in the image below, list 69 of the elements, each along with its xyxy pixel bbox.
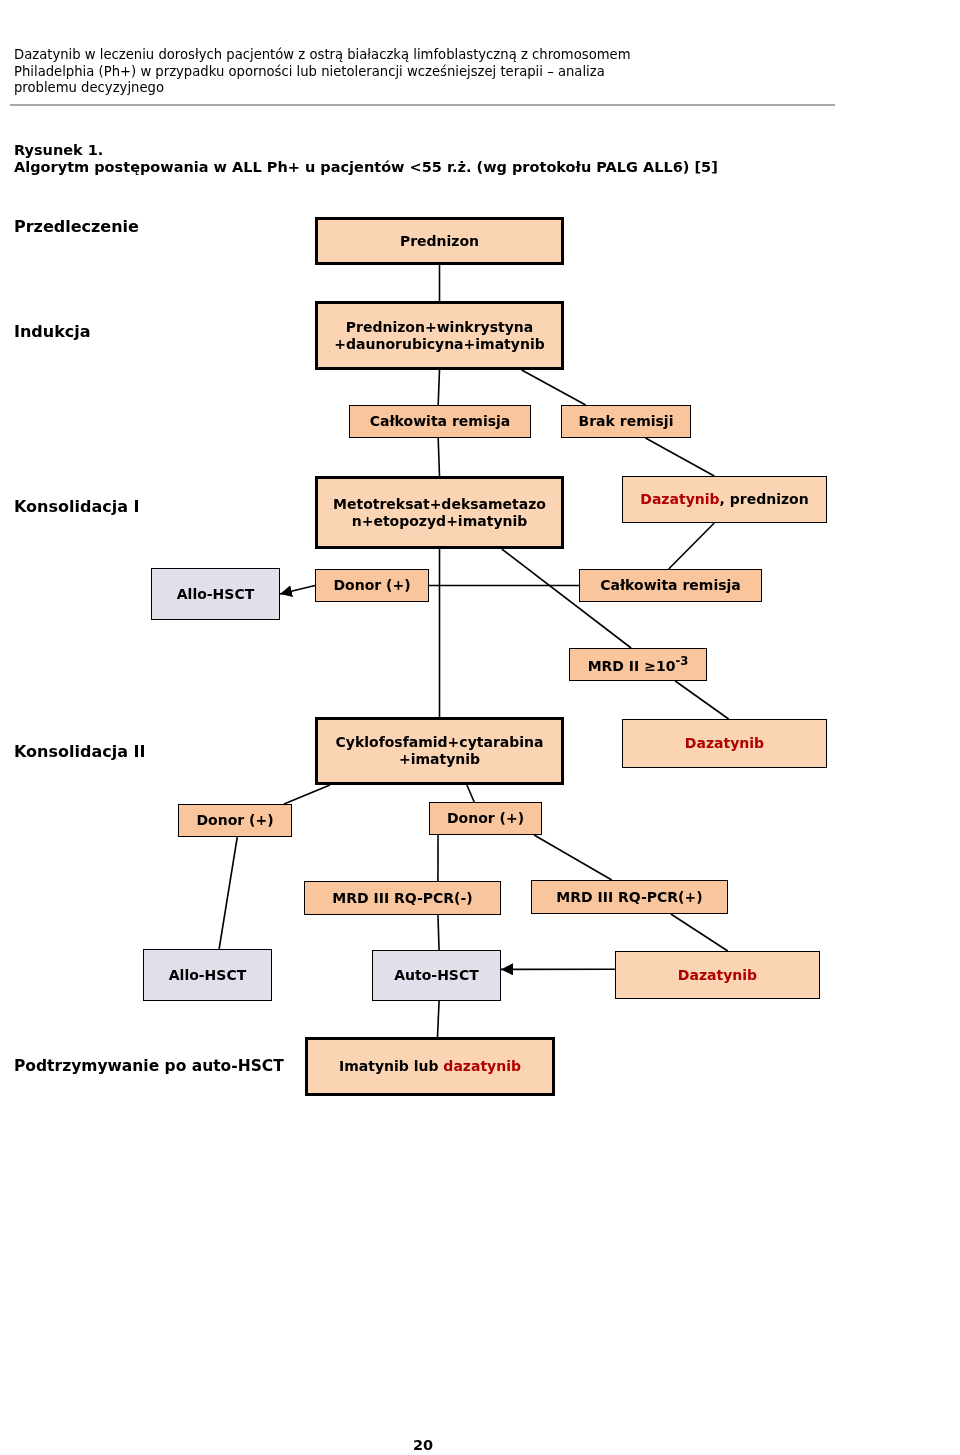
transplant-box	[151, 568, 280, 620]
node-text: Dazatynib, prednizon	[640, 491, 809, 508]
node-text: Donor (+)	[446, 810, 525, 827]
node-text: MRD III RQ-PCR(-)	[332, 889, 473, 907]
page-number: 20	[413, 1437, 434, 1455]
node-text: Dazatynib	[684, 735, 765, 752]
connector-line	[533, 834, 613, 881]
connector-line	[644, 437, 716, 477]
phase-label: Indukcja	[14, 322, 91, 342]
node-text: Allo-HSCT	[176, 585, 255, 603]
node-text: Metotreksat+deksametazo n+etopozyd+imatynib	[332, 495, 547, 530]
outcome-box	[569, 648, 707, 681]
arrow	[279, 584, 316, 597]
outcome-box	[349, 405, 531, 438]
connector-line	[500, 548, 632, 649]
connector-line	[283, 784, 331, 805]
treatment-box	[622, 476, 827, 523]
node-text: MRD II ≥10$^{-3}$	[587, 654, 689, 675]
connector-line	[437, 369, 441, 406]
connector-line	[428, 584, 580, 587]
connector-line	[218, 836, 239, 950]
node-text: Prednizon	[399, 232, 480, 250]
node-text: Allo-HSCT	[168, 966, 247, 984]
process-box	[315, 717, 564, 785]
node-text: MRD III RQ-PCR(+)	[556, 888, 703, 906]
process-box	[305, 1037, 555, 1096]
process-box	[315, 476, 564, 549]
connector-line	[667, 522, 716, 570]
node-text: Brak remisji	[578, 413, 674, 430]
running-header: Dazatynib w leczeniu dorosłych pacjentów z ostrą białaczką limfoblastyczną z chromosomem Philadelphia (Ph+) w przypadku oporności lub nietolerancji wcześniejszej terapii – analiza problemu decyzyjnego	[14, 47, 632, 97]
phase-label: Konsolidacja II	[14, 742, 146, 762]
treatment-box	[622, 719, 827, 768]
connector-line	[520, 369, 587, 406]
outcome-box	[315, 569, 429, 602]
connector-line	[437, 437, 441, 477]
outcome-box	[579, 569, 762, 602]
figure-title: Algorytm postępowania w ALL Ph+ u pacjentów <55 r.ż. (wg protokołu PALG ALL6) [5]	[14, 159, 718, 175]
connector-line	[438, 548, 441, 718]
arrow	[500, 963, 616, 976]
outcome-box	[429, 802, 542, 835]
connector-line	[437, 834, 439, 882]
connector-line	[674, 680, 730, 720]
node-text: Imatynib lub dazatynib	[338, 1058, 522, 1075]
connector-line	[670, 913, 729, 952]
phase-label: Przedleczenie	[14, 217, 139, 237]
outcome-box	[531, 880, 728, 914]
phase-label: Konsolidacja I	[14, 497, 140, 517]
transplant-box	[143, 949, 272, 1001]
transplant-box	[372, 950, 501, 1001]
outcome-box	[178, 804, 292, 837]
node-text: Prednizon+winkrystyna +daunorubicyna+imatynib	[333, 318, 546, 353]
connector-line	[436, 1000, 440, 1038]
node-text: Donor (+)	[196, 812, 274, 829]
treatment-box	[615, 951, 820, 999]
connector-line	[437, 914, 440, 951]
node-text: Całkowita remisja	[369, 413, 511, 430]
node-text: Auto-HSCT	[394, 967, 479, 984]
outcome-box	[304, 881, 501, 915]
process-box	[315, 301, 564, 370]
process-box	[315, 217, 564, 265]
outcome-box	[561, 405, 691, 438]
connector-line	[438, 264, 441, 302]
node-text: Całkowita remisja	[600, 577, 741, 594]
node-text: Dazatynib	[677, 966, 758, 984]
connector-line	[466, 784, 475, 803]
phase-label: Podtrzymywanie po auto-HSCT	[14, 1057, 284, 1076]
figure-number: Rysunek 1.	[14, 142, 104, 160]
node-text: Cyklofosfamid+cytarabina +imatynib	[334, 734, 545, 768]
node-text: Donor (+)	[333, 577, 411, 594]
